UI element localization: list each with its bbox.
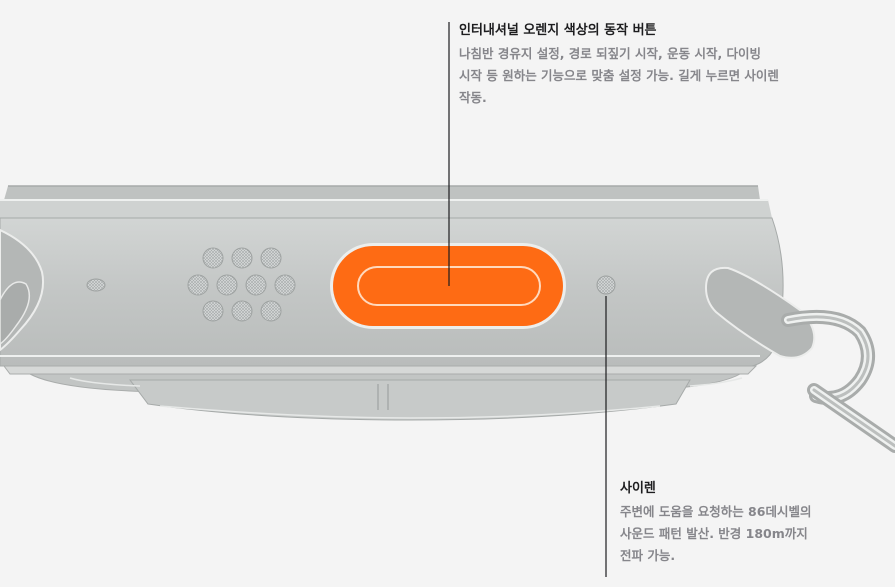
siren-callout-line-3: 전파 가능.: [620, 548, 676, 563]
action-button-callout-title: 인터내셔널 오렌지 색상의 동작 버튼: [459, 23, 657, 38]
action-button-callout-line-1: 나침반 경유지 설정, 경로 되짚기 시작, 운동 시작, 다이빙: [459, 46, 762, 61]
action-button-callout-line-2: 시작 등 원하는 기능으로 맞춤 설정 가능. 길게 누르면 사이렌: [459, 68, 779, 83]
speaker-grille-icon: [187, 247, 296, 322]
siren-callout: 사이렌 주변에 도움을 요청하는 86데시벨의 사운드 패턴 발산. 반경 18…: [620, 479, 880, 567]
band-loop: [781, 309, 895, 453]
action-button-callout-line-3: 작동.: [459, 90, 487, 105]
siren-port-icon: [596, 275, 616, 295]
siren-callout-line-2: 사운드 패턴 발산. 반경 180m까지: [620, 526, 808, 541]
microphone-port-icon: [86, 278, 106, 292]
left-strap-lug: [0, 228, 44, 352]
right-strap-lug: [704, 266, 816, 359]
watch-case-top-rim: [0, 185, 772, 219]
siren-callout-line-1: 주변에 도움을 요청하는 86데시벨의: [620, 504, 812, 519]
watch-back: [69, 377, 743, 421]
action-button-callout: 인터내셔널 오렌지 색상의 동작 버튼 나침반 경유지 설정, 경로 되짚기 시…: [459, 21, 859, 109]
siren-callout-title: 사이렌: [620, 481, 656, 496]
action-button[interactable]: [330, 243, 566, 329]
